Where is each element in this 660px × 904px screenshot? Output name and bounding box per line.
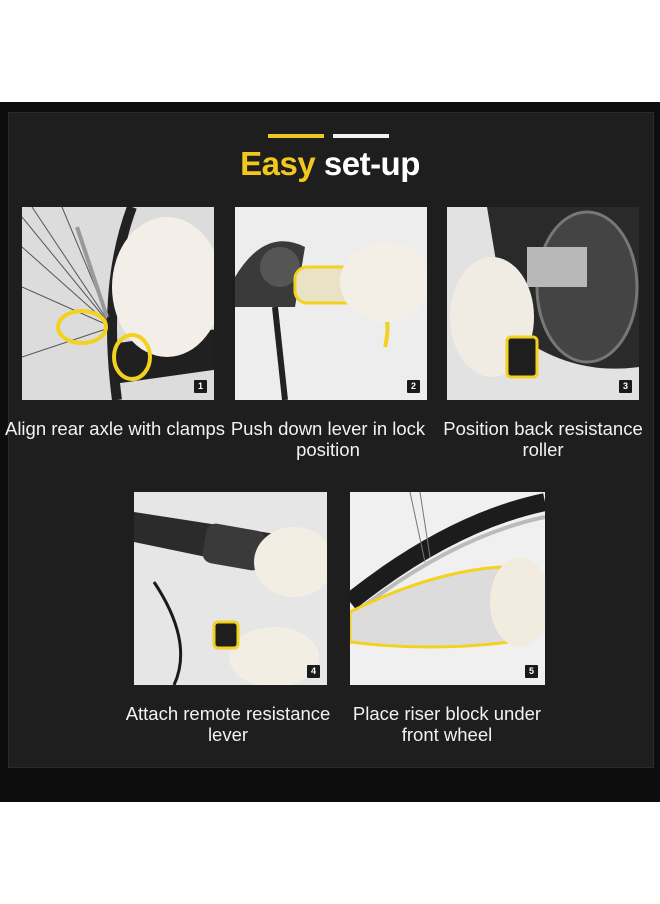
step-1-caption: Align rear axle with clamps (4, 418, 226, 439)
step-2-caption: Push down lever in lock position (230, 418, 426, 460)
step-1-number: 1 (194, 380, 207, 393)
step-1-photo: 1 (22, 207, 214, 400)
title-accent: Easy (240, 145, 316, 182)
remote-lever-icon (134, 492, 327, 685)
step-3-photo: 3 (447, 207, 639, 400)
riser-block-icon (350, 492, 545, 685)
step-2-photo: 2 (235, 207, 427, 400)
lock-lever-icon (235, 207, 427, 400)
resistance-roller-icon (447, 207, 639, 400)
page-title: Easy set-up (0, 145, 660, 183)
step-3-caption: Position back resistance roller (443, 418, 643, 460)
step-5-number: 5 (525, 665, 538, 678)
step-2-number: 2 (407, 380, 420, 393)
title-rest: set-up (315, 145, 421, 182)
step-4-caption: Attach remote resistance lever (125, 703, 331, 745)
step-4-number: 4 (307, 665, 320, 678)
step-4-photo: 4 (134, 492, 327, 685)
rear-axle-icon (22, 207, 214, 400)
step-5-photo: 5 (350, 492, 545, 685)
step-3-number: 3 (619, 380, 632, 393)
accent-bar-yellow (268, 134, 324, 138)
step-5-caption: Place riser block under front wheel (352, 703, 542, 745)
accent-bar-white (333, 134, 389, 138)
